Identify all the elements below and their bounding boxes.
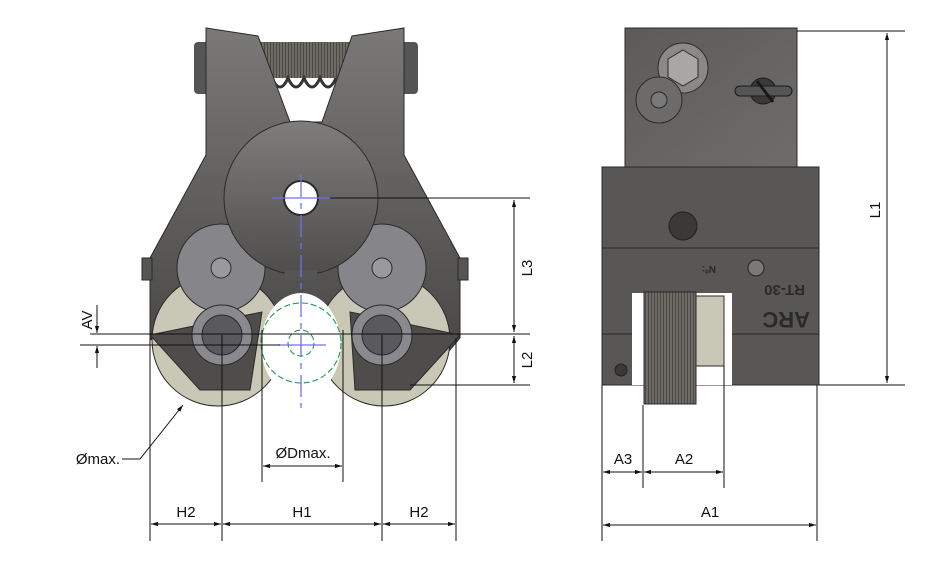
dim-h2-left-label: H2	[176, 504, 195, 521]
dim-l1-label: L1	[867, 202, 884, 219]
dim-a1-label: A1	[701, 504, 719, 521]
dim-l3-label: L3	[519, 260, 536, 277]
front-dimensions: L3 L2 AV Ømax. ØDmax. H2 H1 H2	[76, 197, 536, 541]
svg-text:RT-30: RT-30	[764, 281, 805, 298]
engraving-brand: ARC	[762, 307, 810, 332]
small-screw-icon	[747, 259, 765, 277]
dim-a2-label: A2	[675, 451, 693, 468]
engraving-serial: Nº:	[702, 263, 716, 274]
engraving-model: RT-30	[764, 281, 805, 298]
hex-screw-icon	[210, 257, 232, 279]
svg-text:Nº:: Nº:	[702, 263, 716, 274]
hex-screw-icon	[371, 257, 393, 279]
side-bolt-right	[457, 257, 469, 281]
side-roller	[643, 291, 697, 405]
side-hole	[668, 211, 698, 241]
workpiece-max-circle	[260, 302, 342, 384]
dim-roller-diameter-label: Ømax.	[76, 451, 120, 468]
side-view: ARC RT-30 Nº:	[601, 27, 820, 405]
small-screw-icon	[614, 363, 628, 377]
roller-axle	[695, 295, 725, 367]
dim-h1-label: H1	[292, 504, 311, 521]
side-dimensions: L1 A3 A2 A1	[601, 30, 905, 541]
front-view	[141, 27, 469, 408]
dim-l2-label: L2	[519, 352, 536, 369]
dim-workpiece-diameter-label: ØDmax.	[275, 445, 330, 462]
svg-text:ARC: ARC	[762, 307, 810, 332]
dim-h2-right-label: H2	[409, 504, 428, 521]
dim-av-label: AV	[79, 311, 96, 330]
dim-a3-label: A3	[614, 451, 632, 468]
side-bolt-left	[141, 257, 153, 281]
